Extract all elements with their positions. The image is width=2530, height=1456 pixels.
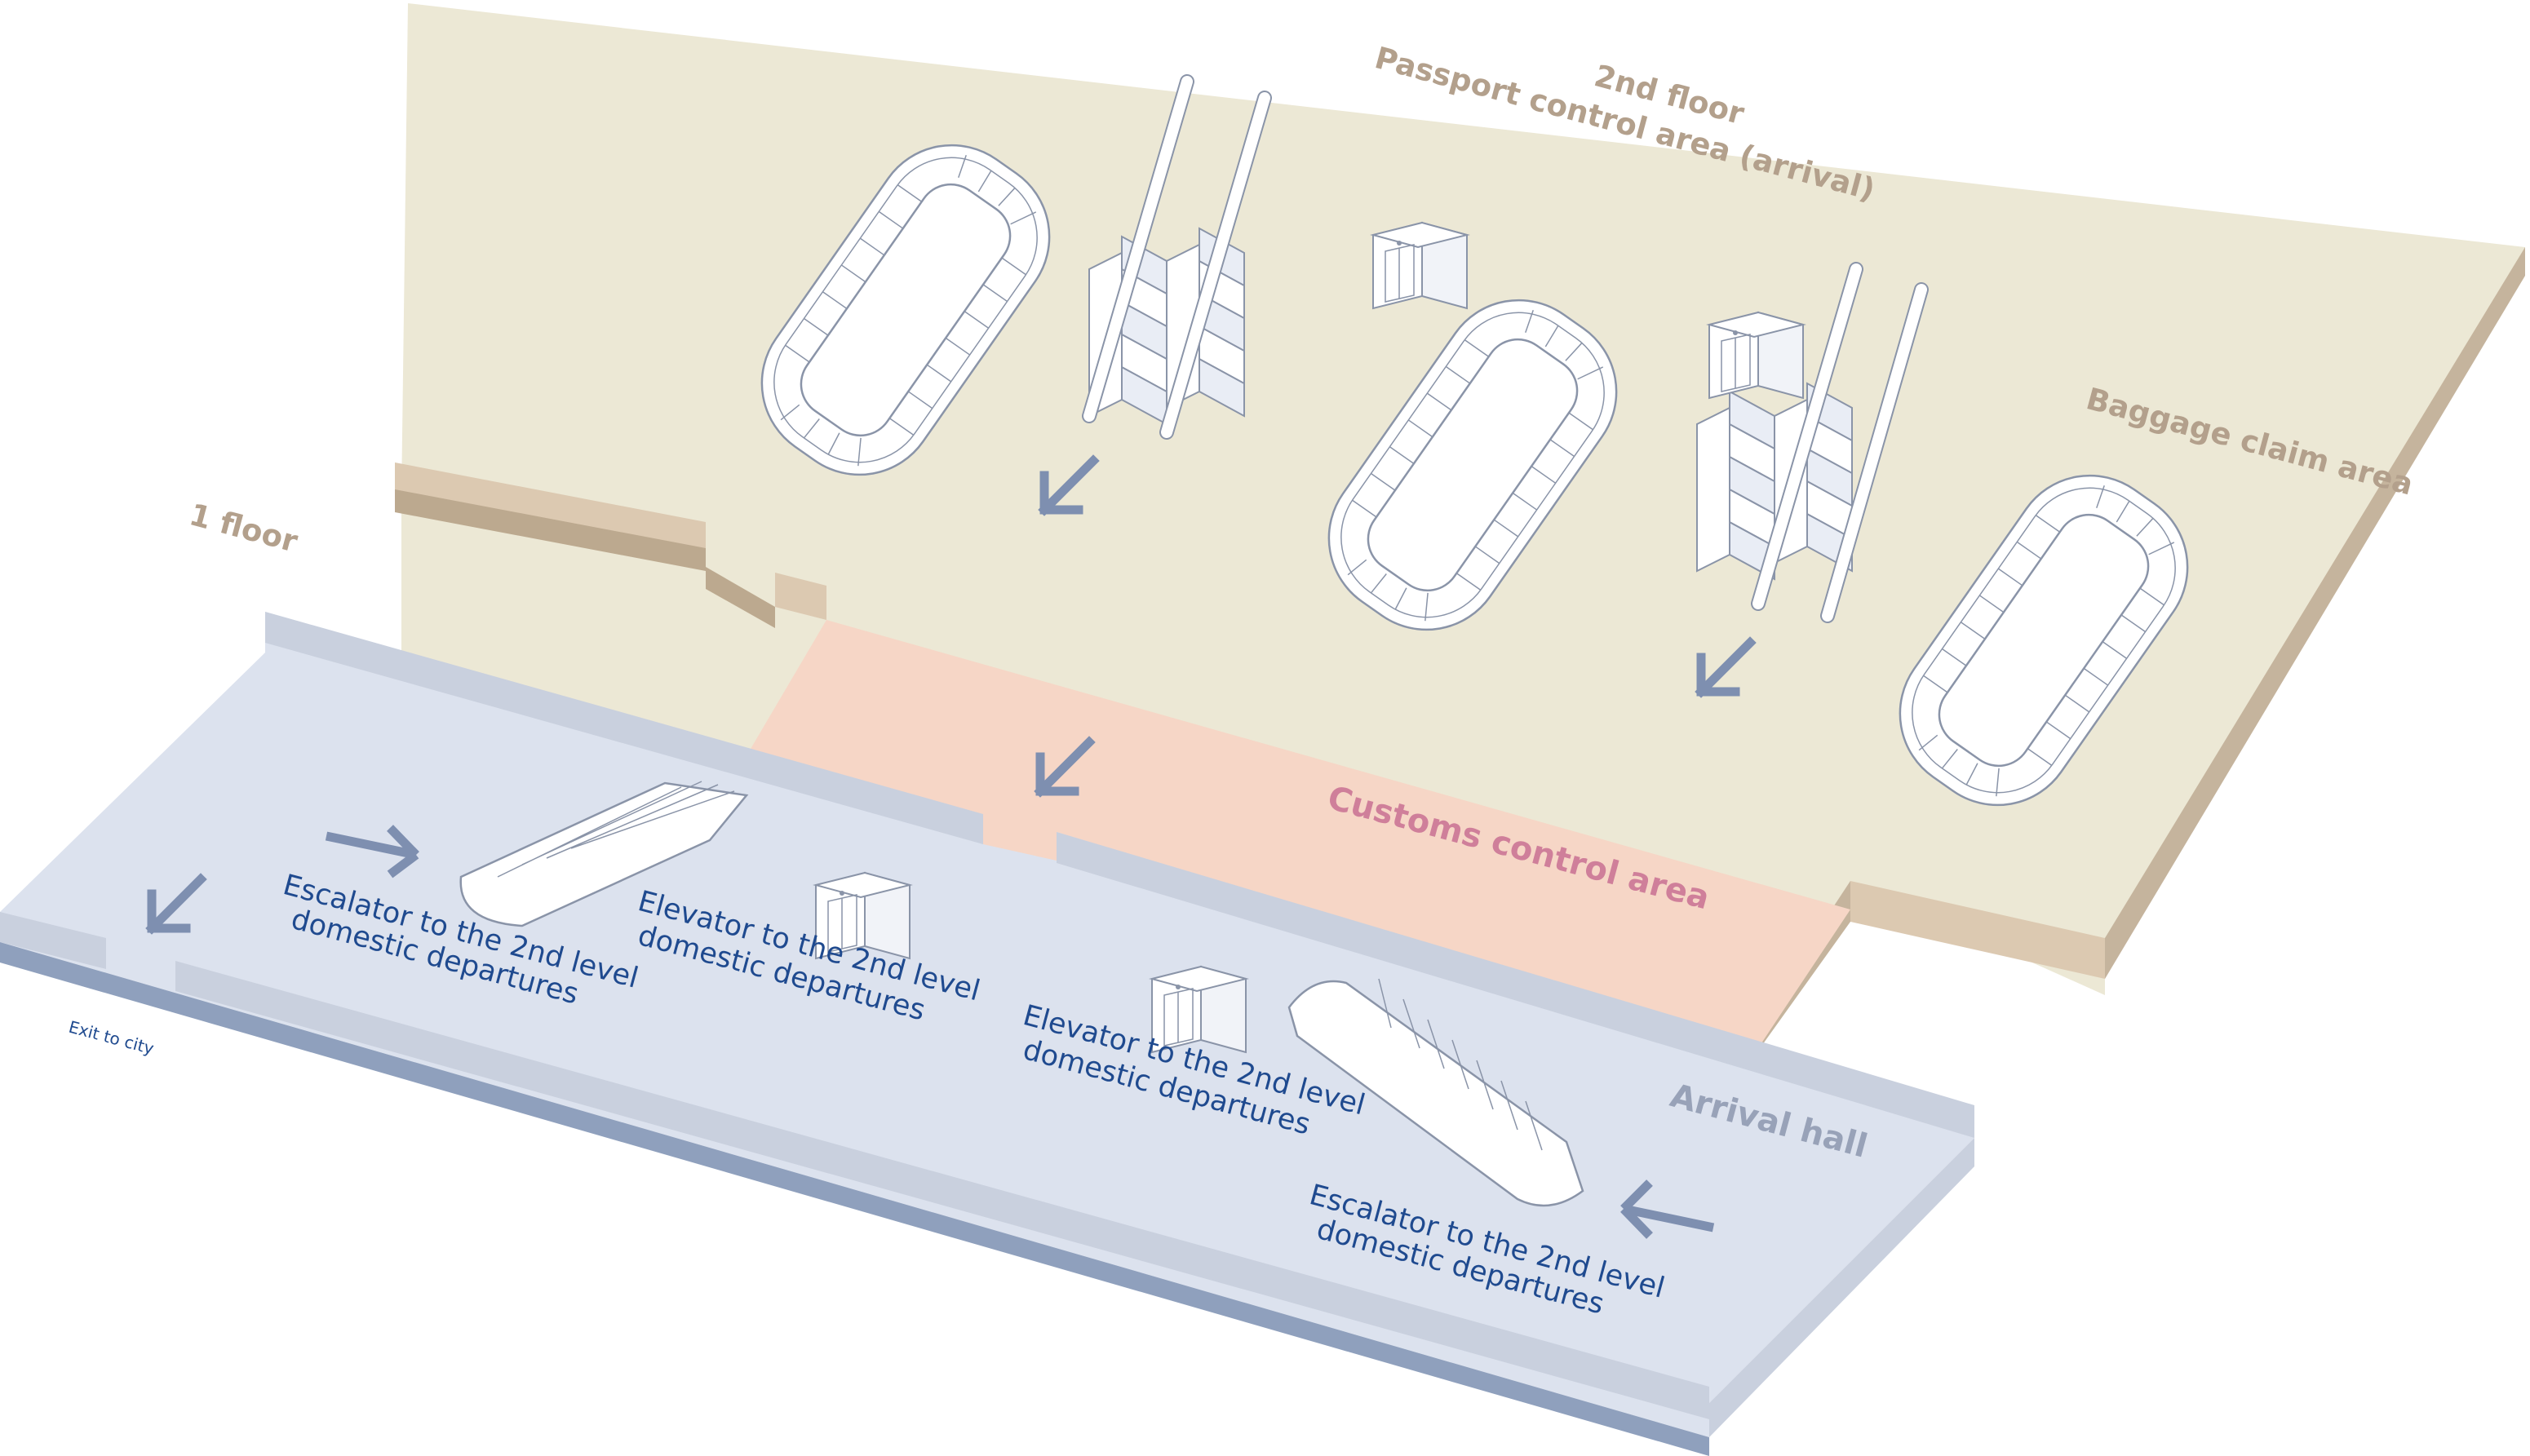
arrival-hall-slab — [0, 612, 1974, 1456]
customs-control-zone — [702, 620, 1850, 1085]
direction-arrow-icon — [1620, 1179, 1715, 1239]
escalator-icon — [459, 781, 749, 927]
elevator-icon — [1708, 312, 1804, 399]
escalator-icon — [1287, 978, 1584, 1207]
elevator-icon — [1372, 222, 1468, 309]
direction-arrow-icon — [325, 825, 419, 878]
floor1-title: 1 floor — [186, 497, 302, 560]
escalator-icon — [1696, 262, 1929, 623]
exit-to-city-label: Exit to city — [67, 1017, 157, 1059]
escalator-icon — [1082, 74, 1272, 440]
